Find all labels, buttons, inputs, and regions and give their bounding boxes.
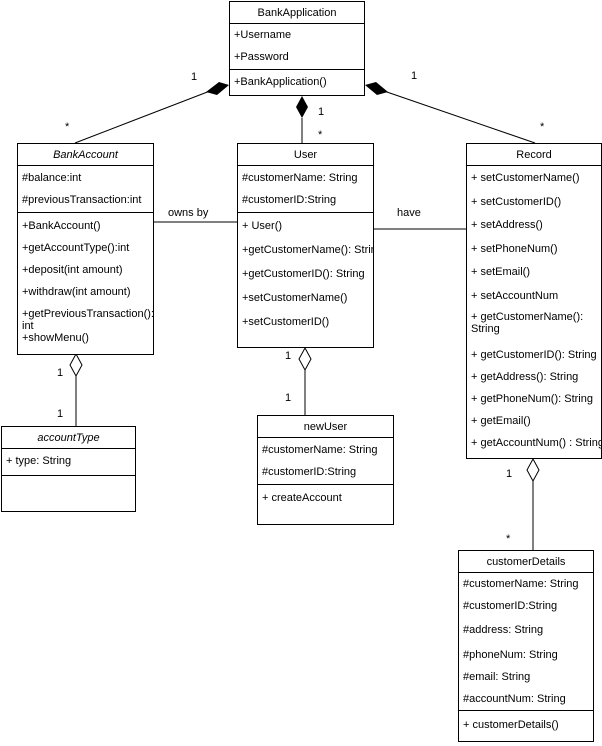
attributes-section: #customerName: String #customerID:String… [459,573,593,711]
multiplicity-label: * [540,121,545,133]
method: + getCustomerID(): String [471,349,597,361]
attributes-section: #balance:int #previousTransaction:int [18,166,153,213]
method: +setCustomerName() [242,292,348,304]
methods-section [2,476,135,511]
composition-line-bankaccount [74,90,211,144]
method: +withdraw(int amount) [22,286,131,298]
method: +BankApplication() [234,76,327,88]
class-accounttype: accountType + type: String [1,426,136,512]
attribute: #customerID:String [463,600,558,612]
attribute: #customerName: String [463,578,579,590]
class-name: Record [467,144,601,166]
attribute: #customerName: String [262,444,378,456]
method: + getPhoneNum(): String [471,393,593,405]
attribute: #previousTransaction:int [22,194,142,206]
attribute: #customerID:String [262,466,357,478]
class-name: BankApplication [230,2,364,24]
method: +showMenu() [22,332,89,344]
attribute: +Username [234,29,292,41]
methods-section: + setCustomerName() + setCustomerID() + … [467,166,602,458]
composition-diamond-record [365,82,388,95]
attribute: #accountNum: String [463,693,566,705]
attribute: + type: String [6,455,72,467]
composition-diamond-user [296,96,308,118]
class-name: newUser [258,416,393,438]
class-name: User [238,144,373,166]
method: + getAddress(): String [471,371,579,383]
method: + getAccountNum() : String [471,437,602,449]
method: + setAccountNum [471,290,559,302]
class-newuser: newUser #customerName: String #customerI… [257,415,394,525]
attributes-section: #customerName: String #customerID:String [238,166,373,213]
attributes-section: + type: String [2,449,135,476]
class-name: BankAccount [18,144,153,166]
composition-diamond-bankaccount [206,82,229,95]
aggregation-diamond-newuser [298,346,312,372]
method: + setCustomerID() [471,196,562,208]
multiplicity-label: 1 [285,350,292,362]
aggregation-diamond-accounttype [69,352,83,378]
attribute: #balance:int [22,172,82,184]
method: +setCustomerID() [242,316,330,328]
aggregation-diamond-customerdetails [526,457,540,483]
class-name: accountType [2,427,135,449]
multiplicity-label: * [318,129,323,141]
multiplicity-label: 1 [285,392,292,404]
attribute: #phoneNum: String [463,649,558,661]
method: +getCustomerID(): String [242,268,365,280]
attribute: #customerID:String [242,194,337,206]
method: + setPhoneNum() [471,243,558,255]
multiplicity-label: 1 [191,71,198,83]
association-label-have: have [397,207,421,219]
class-customerdetails: customerDetails #customerName: String #c… [458,550,594,742]
method: + setCustomerName() [471,172,580,184]
method: + getEmail() [471,415,531,427]
multiplicity-label: 1 [411,70,418,82]
method: +deposit(int amount) [22,264,123,276]
methods-section: + User() +getCustomerName(): String +get… [238,213,373,347]
method: +getCustomerName(): String [242,244,373,256]
multiplicity-label: * [506,533,511,545]
multiplicity-label: * [65,121,70,133]
method: + setAddress() [471,219,543,231]
class-record: Record + setCustomerName() + setCustomer… [466,143,602,459]
class-name: customerDetails [459,551,593,573]
attribute: #customerName: String [242,172,358,184]
attribute: #email: String [463,671,531,683]
method: +getPreviousTransaction(): int [22,308,154,332]
attribute: #address: String [463,624,544,636]
method: + User() [242,220,283,232]
method: + getCustomerName(): String [471,311,584,335]
method: + createAccount [262,492,342,504]
attributes-section: #customerName: String #customerID:String [258,438,393,485]
association-label-owns-by: owns by [168,207,209,219]
methods-section: + createAccount [258,485,393,524]
methods-section: +BankApplication() [230,70,364,95]
class-bankapplication: BankApplication +Username +Password +Ban… [229,1,365,96]
attribute: +Password [234,51,289,63]
composition-line-record [383,90,536,144]
class-user: User #customerName: String #customerID:S… [237,143,374,348]
method: + setEmail() [471,266,530,278]
method: +BankAccount() [22,220,101,232]
methods-section: + customerDetails() [459,711,593,741]
multiplicity-label: 1 [57,408,64,420]
attributes-section: +Username +Password [230,24,364,70]
method: +getAccountType():int [22,242,130,254]
multiplicity-label: 1 [318,106,325,118]
multiplicity-label: 1 [506,468,513,480]
class-bankaccount: BankAccount #balance:int #previousTransa… [17,143,154,355]
multiplicity-label: 1 [57,367,64,379]
methods-section: +BankAccount() +getAccountType():int +de… [18,213,154,354]
method: + customerDetails() [463,719,559,731]
